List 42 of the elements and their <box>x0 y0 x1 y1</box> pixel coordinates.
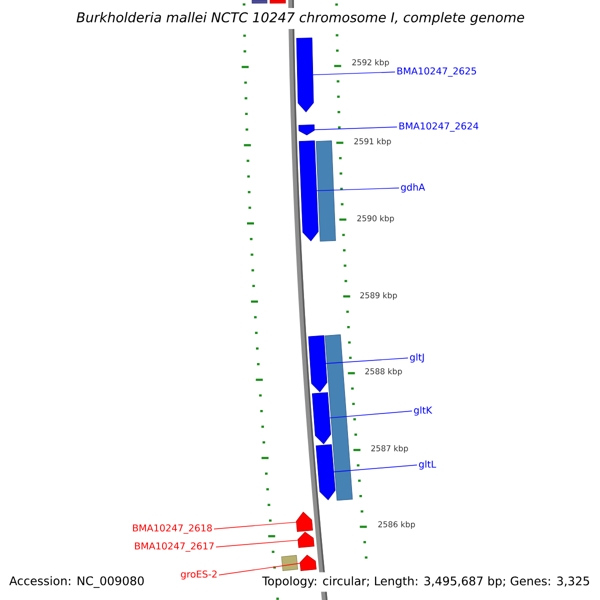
scale-label: 2590 kbp <box>357 215 394 223</box>
gene-block <box>300 554 316 571</box>
scale-label: 2592 kbp <box>352 59 389 67</box>
leader-line <box>312 72 396 76</box>
leader-line <box>214 522 297 530</box>
gene-bar <box>324 334 353 501</box>
gene-label: BMA10247_2625 <box>397 67 476 77</box>
gene-label: gltL <box>419 460 436 470</box>
footer-text: Topology: circular; Length: 3,495,687 bp; Genes: 3,325 <box>258 572 594 592</box>
leader-line <box>216 540 298 548</box>
gene-block <box>252 0 268 4</box>
gene-block <box>312 392 331 444</box>
gene-block <box>296 512 313 532</box>
scale-label: 2591 kbp <box>354 138 391 146</box>
gene-block <box>270 0 286 4</box>
gene-block <box>298 140 319 242</box>
gene-block <box>298 124 315 136</box>
scale-label: 2589 kbp <box>360 292 397 300</box>
leader-line <box>329 410 412 418</box>
gene-label: gdhA <box>401 183 426 193</box>
scale-label: 2587 kbp <box>371 445 408 453</box>
gene-block <box>298 532 314 548</box>
gene-bar <box>316 140 336 242</box>
gene-label: BMA10247_2617 <box>135 542 214 552</box>
gene-label: gltK <box>414 406 432 416</box>
gene-block <box>316 444 336 500</box>
title: Burkholderia mallei NCTC 10247 chromosome I, complete genome <box>73 8 528 29</box>
gene-label: BMA10247_2624 <box>399 122 478 132</box>
leader-line <box>314 126 398 130</box>
scale-label: 2588 kbp <box>365 368 402 376</box>
leader-line <box>218 562 300 576</box>
gene-label: BMA10247_2618 <box>133 524 212 534</box>
gene-block <box>296 38 314 112</box>
leader-line <box>333 464 418 472</box>
gene-block <box>281 555 298 571</box>
leader-line <box>316 188 400 192</box>
footer-text: Accession: NC_009080 <box>9 576 144 588</box>
gene-label: gltJ <box>410 353 424 363</box>
scale-label: 2586 kbp <box>378 521 415 529</box>
gene-label: groES-2 <box>180 570 217 580</box>
gene-block <box>308 335 328 392</box>
leader-line <box>325 358 408 364</box>
